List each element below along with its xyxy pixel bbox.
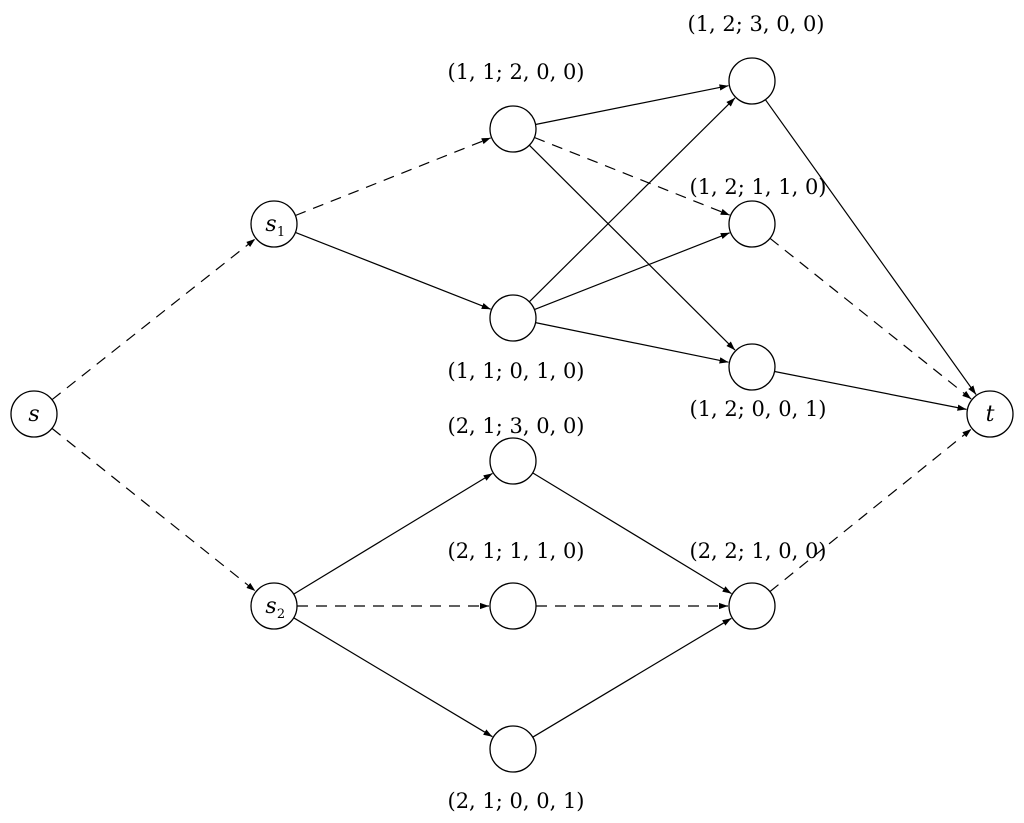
edge-s-to-s2 [51,427,256,592]
node-circle [728,200,776,248]
node-subscript: 1 [277,225,285,240]
tuple-label-h: (1, 2; 0, 0, 1) [690,397,827,421]
edge-s2-to-c [293,472,493,595]
edge-g-to-t [769,237,972,400]
node-d [489,582,537,630]
node-circle [10,390,58,438]
edge-s2-to-e [293,617,493,738]
edge-e-to-i [532,617,732,738]
node-i [728,582,776,630]
node-b [489,294,537,342]
node-circle [966,390,1014,438]
edge-b-to-g [534,232,730,311]
tuple-label-a: (1, 1; 2, 0, 0) [448,60,585,84]
node-a [489,105,537,153]
edge-s1-to-a [295,137,491,217]
node-name: t [986,402,995,427]
node-h [728,343,776,391]
node-g [728,200,776,248]
edge-a-to-h [528,144,736,351]
tuple-label-e: (2, 1; 0, 0, 1) [448,789,585,813]
edge-h-to-t [774,370,967,411]
node-subscript: 2 [277,607,285,622]
edge-f-to-t [764,99,977,395]
node-s: s [10,390,58,438]
node-t: t [966,390,1014,438]
tuple-label-b: (1, 1; 0, 1, 0) [448,359,585,383]
node-circle [489,294,537,342]
node-f [728,57,776,105]
node-name: s [265,594,276,619]
edge-c-to-i [532,472,732,595]
tuple-label-f: (1, 2; 3, 0, 0) [688,12,825,36]
node-c [489,437,537,485]
edge-i-to-t [769,428,972,593]
tuple-label-i: (2, 2; 1, 0, 0) [690,539,827,563]
tuple-labels: (1, 1; 2, 0, 0) (1, 1; 0, 1, 0) (2, 1; 3, … [448,12,827,813]
edge-b-to-h [535,322,729,364]
node-circle [728,343,776,391]
tuple-label-g: (1, 2; 1, 1, 0) [690,175,827,199]
edge-a-to-f [535,84,729,126]
tuple-label-c: (2, 1; 3, 0, 0) [448,414,585,438]
node-circle [489,105,537,153]
node-name: s [265,212,276,237]
node-circle [489,582,537,630]
edge-b-to-f [528,97,736,303]
tuple-label-d: (2, 1; 1, 1, 0) [448,539,585,563]
node-circle [250,200,298,248]
edge-s1-to-b [295,231,491,310]
node-e [489,725,537,773]
edges [51,84,977,738]
node-circle [728,57,776,105]
node-name: s [28,402,39,427]
edge-s-to-s1 [51,238,256,401]
node-circle [250,582,298,630]
node-circle [489,725,537,773]
edge-a-to-g [534,136,730,216]
node-circle [728,582,776,630]
node-circle [489,437,537,485]
